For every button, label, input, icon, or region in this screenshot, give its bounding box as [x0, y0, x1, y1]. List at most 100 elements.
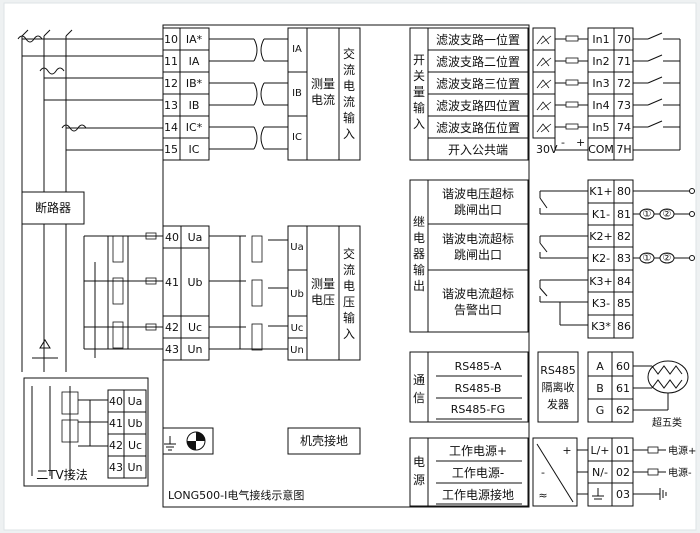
comm-block [409, 351, 689, 423]
vt-label-2: Uc [188, 321, 202, 334]
comm-num-1: 61 [616, 382, 630, 395]
two-tv-label-0: Ua [128, 395, 143, 408]
relay-num-4: 84 [617, 275, 631, 288]
current-input-1: 流 [343, 63, 355, 77]
voltage-block [287, 225, 361, 361]
voltage-input-1: 流 [343, 263, 355, 277]
ct-label-5: IC [189, 143, 200, 156]
power-num-0: 01 [616, 444, 630, 457]
switch-port-2: In3 [592, 77, 609, 90]
switch-input-4: 滤波支路伍位置 [436, 120, 520, 135]
comm-line-2: RS485-FG [451, 403, 505, 416]
relay-output-block [409, 179, 695, 339]
switch-common-port: COM [588, 143, 614, 156]
switch-port-3: In4 [592, 99, 609, 112]
relay-group-1-line-0: 谐波电流超标 [442, 231, 514, 246]
comm-transceiver-0: RS485 [540, 364, 576, 377]
relay-num-5: 85 [617, 297, 631, 310]
ct-num-0: 10 [164, 33, 178, 46]
comm-num-2: 62 [616, 404, 630, 417]
power-line-1: 工作电源- [452, 466, 504, 480]
voltage-phase-3: Un [290, 345, 304, 356]
ct-terminal-strip [162, 27, 288, 161]
voltage-phase-2: Uc [291, 323, 304, 334]
comm-line-1: RS485-B [455, 382, 502, 395]
current-input-5: 入 [343, 127, 355, 141]
comm-port-1: B [596, 382, 604, 395]
power-right-1: 电源- [668, 466, 692, 479]
vt-num-1: 41 [165, 276, 179, 289]
current-measure-0: 测量 [311, 77, 335, 91]
vt-terminal-strip [162, 225, 288, 361]
voltage-input-2: 电 [343, 279, 355, 293]
voltage-phase-0: Ua [290, 242, 303, 253]
ct-num-3: 13 [164, 99, 178, 112]
switch-port-4: In5 [592, 121, 609, 134]
current-input-2: 电 [343, 79, 355, 93]
ct-num-1: 11 [164, 55, 178, 68]
diagram-caption: LONG500-I电气接线示意图 [168, 488, 304, 502]
switch-side-3: 输 [413, 100, 425, 115]
relay-port-0: K1+ [589, 185, 612, 198]
vt-num-0: 40 [165, 231, 179, 244]
relay-port-2: K2+ [589, 230, 612, 243]
voltage-input-4: 输 [343, 310, 355, 325]
ct-num-2: 12 [164, 77, 178, 90]
ct-num-4: 14 [164, 121, 178, 134]
voltage-input-3: 压 [343, 295, 355, 309]
ground-symbols [162, 427, 214, 455]
relay-side-0: 继 [413, 215, 425, 229]
switch-common-text: 开入公共端 [448, 143, 508, 157]
relay-port-5: K3- [592, 297, 610, 310]
power-plus-sign: + [562, 444, 571, 457]
switch-common-num: 7H [616, 143, 631, 156]
voltage-measure-1: 电压 [311, 293, 335, 307]
relay-group-0-line-0: 谐波电压超标 [442, 186, 514, 201]
switch-port-1: In2 [592, 55, 609, 68]
current-input-4: 输 [343, 110, 355, 125]
power-ac-sign: ≈ [538, 489, 547, 502]
relay-group-2-line-0: 谐波电流超标 [442, 286, 514, 301]
current-phase-2: IC [292, 132, 302, 143]
relay-side-2: 器 [413, 247, 425, 261]
comm-port-0: A [596, 360, 604, 373]
comm-transceiver-1: 隔离收 [542, 380, 575, 394]
relay-group-2-line-1: 告警出口 [454, 302, 502, 317]
vt-label-0: Ua [188, 231, 203, 244]
relay-num-3: 83 [617, 252, 631, 265]
switch-num-3: 73 [617, 99, 631, 112]
power-side-1: 源 [413, 473, 425, 487]
switch-side-1: 关 [413, 69, 425, 83]
two-tv-label-3: Un [127, 461, 142, 474]
switch-side-4: 入 [413, 117, 425, 131]
comm-side-0: 通 [413, 373, 425, 387]
two-tv-num-2: 42 [109, 439, 123, 452]
power-num-2: 03 [616, 488, 630, 501]
switch-input-2: 滤波支路三位置 [436, 76, 520, 91]
relay-side-1: 电 [413, 231, 425, 245]
comm-line-0: RS485-A [455, 360, 502, 373]
two-tv-num-1: 41 [109, 417, 123, 430]
comm-cable-label: 超五类 [652, 416, 682, 429]
two-tv-label-1: Ub [127, 417, 142, 430]
ct-label-1: IA [189, 55, 200, 68]
power-line-0: 工作电源+ [449, 444, 507, 458]
vt-num-2: 42 [165, 321, 179, 334]
relay-port-6: K3* [591, 320, 611, 333]
current-input-0: 交 [343, 46, 355, 61]
ct-num-5: 15 [164, 143, 178, 156]
two-tv-panel [23, 377, 149, 487]
relay-num-2: 82 [617, 230, 631, 243]
breaker-label: 断路器 [35, 200, 71, 215]
ct-label-0: IA* [186, 33, 203, 46]
switch-side-0: 开 [413, 53, 425, 67]
vt-label-3: Un [187, 343, 202, 356]
vt-num-3: 43 [165, 343, 179, 356]
breaker-box [21, 191, 85, 225]
switch-supply-minus: - [561, 136, 565, 149]
switch-num-2: 72 [617, 77, 631, 90]
voltage-phase-1: Ub [290, 289, 304, 300]
two-tv-label-2: Uc [128, 439, 142, 452]
current-phase-1: IB [292, 88, 302, 99]
power-num-1: 02 [616, 466, 630, 479]
